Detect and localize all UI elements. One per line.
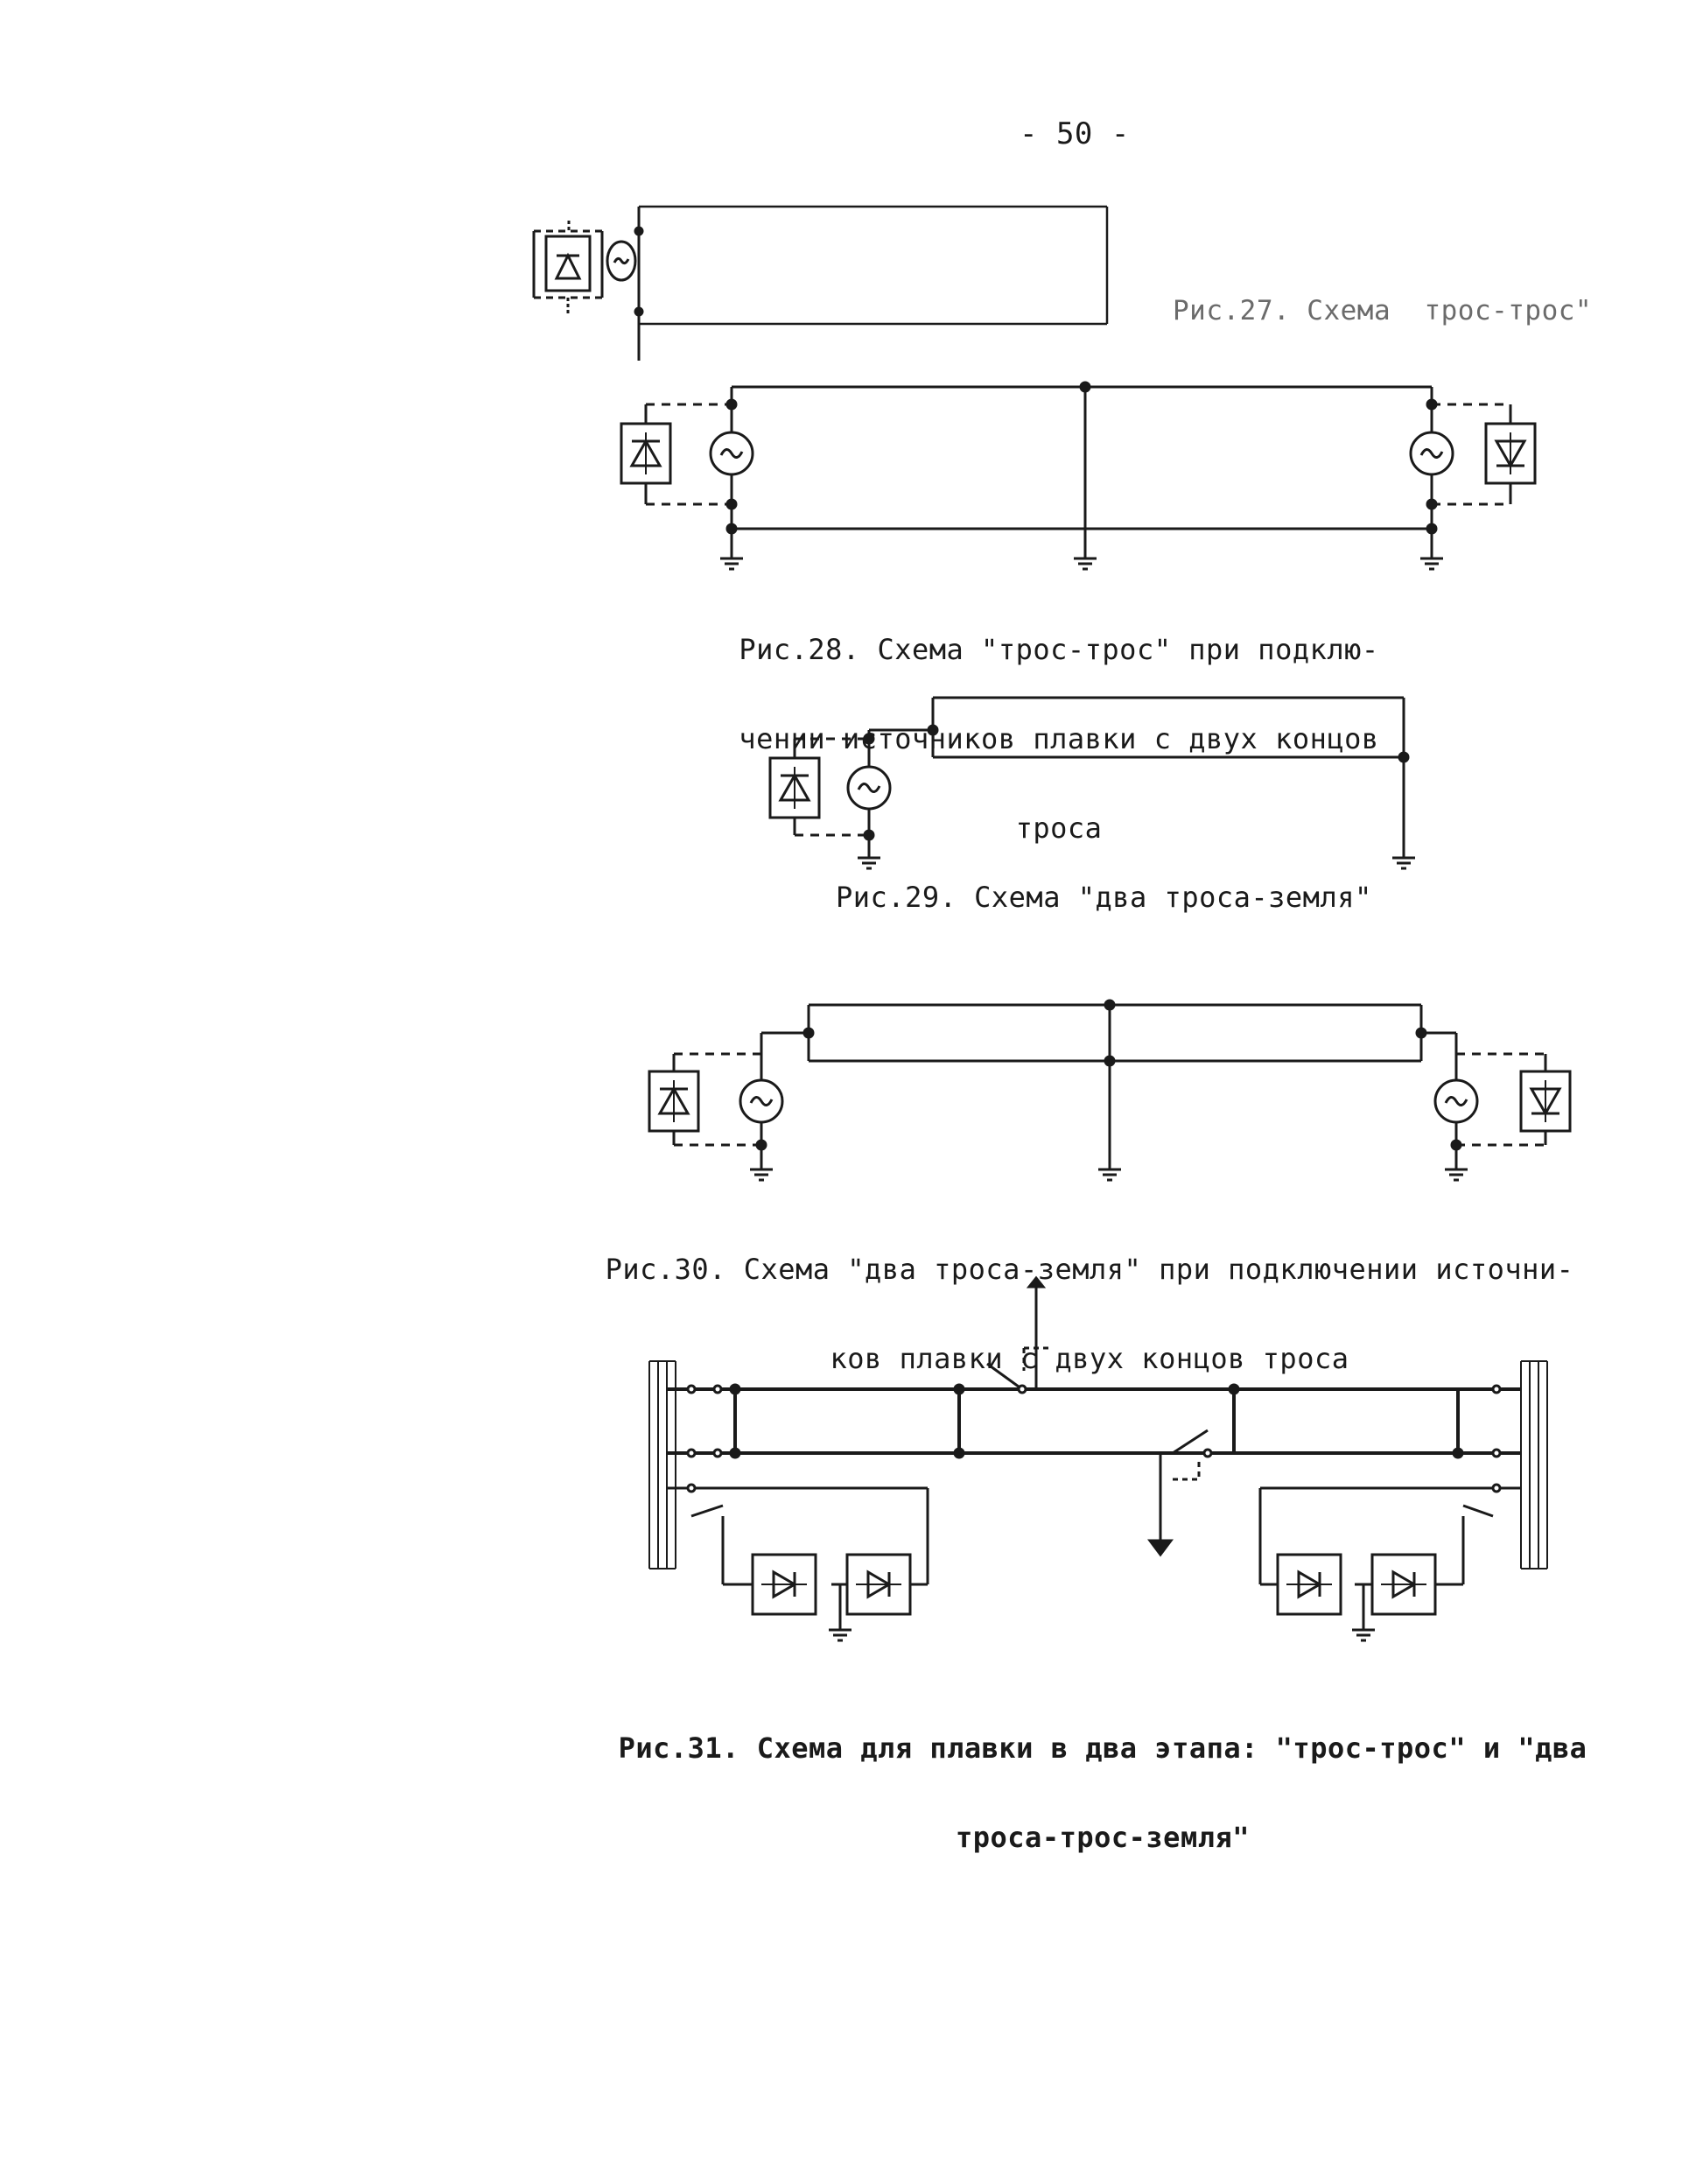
- fig28-ground-icon: [718, 544, 1445, 571]
- fig30-rectifier-left-icon: [648, 1070, 700, 1133]
- fig28-caption: Рис.28. Схема "трос-трос" при подклю- че…: [718, 575, 1400, 902]
- fig30-ground-icon: [748, 1155, 1469, 1182]
- fig28-rectifier-right-icon: [1484, 422, 1537, 485]
- fig27-caption: Рис.27. Схема трос-трос": [1173, 295, 1593, 327]
- page-number: - 50 -: [1020, 116, 1130, 151]
- fig28-rectifier-left-icon: [620, 422, 672, 485]
- fig30-ac-source-right-icon: [1433, 1078, 1479, 1124]
- fig31-rectifier-right-2-icon: [1370, 1553, 1437, 1616]
- fig30-schematic: [672, 999, 1547, 1157]
- fig30-ac-source-left-icon: [739, 1078, 784, 1124]
- fig31-rectifier-left-1-icon: [751, 1553, 817, 1616]
- fig31-caption-line-2: троса-трос-земля": [955, 1821, 1250, 1854]
- fig29-schematic: [793, 696, 1410, 846]
- fig28-ac-source-left-icon: [709, 431, 754, 476]
- fig31-schematic: [648, 1275, 1548, 1618]
- fig28-caption-line-3: троса: [1015, 811, 1103, 845]
- fig27-schematic: [532, 205, 1109, 361]
- fig29-rectifier-icon: [768, 756, 821, 819]
- fig29-ac-source-icon: [846, 765, 892, 811]
- fig30-caption: Рис.30. Схема "два троса-земля" при подк…: [595, 1195, 1584, 1433]
- fig31-rectifier-right-1-icon: [1276, 1553, 1342, 1616]
- fig30-caption-line-1: Рис.30. Схема "два троса-земля" при подк…: [605, 1253, 1574, 1286]
- fig29-caption: Рис.29. Схема "два троса-земля": [836, 881, 1372, 914]
- fig31-caption: Рис.31. Схема для плавки в два этапа: "т…: [613, 1674, 1593, 1912]
- fig29-ground-icon: [856, 844, 1417, 870]
- fig31-rectifier-left-2-icon: [845, 1553, 912, 1616]
- fig31-ground-icon: [827, 1616, 1377, 1642]
- fig31-caption-line-1: Рис.31. Схема для плавки в два этапа: "т…: [618, 1731, 1587, 1765]
- fig28-schematic: [644, 381, 1512, 546]
- fig30-rectifier-right-icon: [1519, 1070, 1572, 1133]
- fig28-ac-source-right-icon: [1409, 431, 1454, 476]
- fig28-caption-line-1: Рис.28. Схема "трос-трос" при подклю-: [739, 633, 1379, 666]
- fig30-caption-line-2: ков плавки с двух концов троса: [830, 1342, 1349, 1375]
